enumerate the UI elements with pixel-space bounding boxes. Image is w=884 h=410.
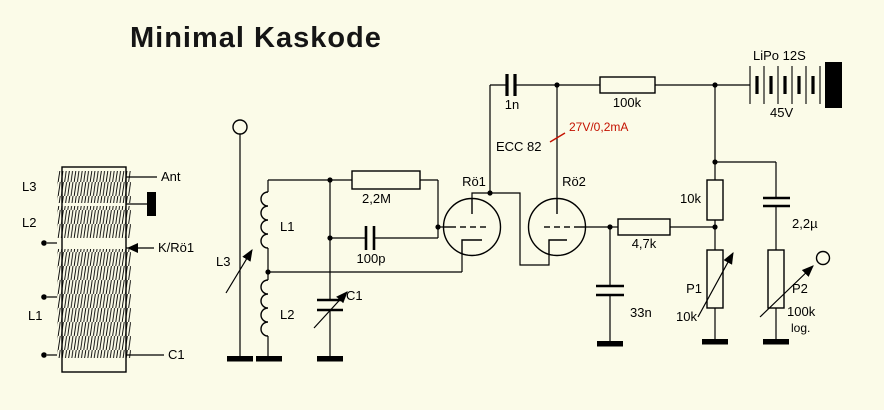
winding-label-l3: L3 [22, 179, 36, 194]
winding-band-l2 [57, 206, 131, 238]
ground-symbol [227, 356, 253, 362]
junction-dot [265, 269, 271, 275]
pot-p2-box [767, 249, 785, 309]
phones-terminal [815, 250, 831, 266]
ground-symbol [702, 339, 728, 345]
label-tube-type: ECC 82 [496, 139, 542, 154]
winding-band-l3 [57, 171, 131, 203]
pot-p1-box [706, 249, 724, 309]
grid-network: 2,2M 100p C1 [268, 170, 444, 362]
cathode-electrode [461, 239, 482, 254]
ground-symbol [763, 339, 789, 345]
label-ro2: Rö2 [562, 174, 586, 189]
coil-l2-symbol [260, 279, 269, 337]
antenna-terminal [232, 119, 248, 135]
junction-dot [712, 159, 718, 165]
triode-ro1: Rö1 [442, 174, 502, 272]
tank-circuit: L1 L2 [256, 180, 462, 362]
coil-former-body [61, 166, 127, 373]
anode-supply: 1n 100k LiPo 12S 45V 27V/0,2mA [489, 48, 842, 193]
junction-dot [712, 224, 718, 230]
label-p1-value: 10k [676, 309, 697, 324]
winding-label-l1: L1 [28, 308, 42, 323]
label-battery: LiPo 12S [753, 48, 806, 63]
label-ro1: Rö1 [462, 174, 486, 189]
operating-point-note: 27V/0,2mA [569, 120, 628, 134]
triode-ro2: Rö2 [471, 85, 610, 266]
battery-terminal-block [825, 62, 842, 108]
bias-resistor-box [617, 218, 671, 236]
label-l2: L2 [280, 307, 294, 322]
ground-symbol [256, 356, 282, 362]
winding-band-l1 [57, 249, 131, 358]
label-p2: P2 [792, 281, 808, 296]
tap-label-ant: Ant [161, 169, 181, 184]
tap-terminal-dot [41, 240, 47, 246]
anode-resistor-box [599, 76, 656, 94]
label-p2-value: 100k [787, 304, 816, 319]
tap-arrow-icon [127, 243, 138, 253]
coil-l1-symbol [260, 191, 269, 249]
cathode-electrode [548, 239, 567, 255]
label-45v: 45V [770, 105, 793, 120]
label-2m2: 2,2M [362, 191, 391, 206]
label-2u2: 2,2µ [792, 216, 818, 231]
label-100p: 100p [357, 251, 386, 266]
ground-symbol [317, 356, 343, 362]
coil-former: L3 L2 L1 Ant K/Rö1 C1 [22, 166, 194, 373]
measure-tick-icon [549, 132, 566, 143]
label-c1: C1 [346, 288, 363, 303]
label-p1: P1 [686, 281, 702, 296]
winding-label-l2: L2 [22, 215, 36, 230]
label-33n: 33n [630, 305, 652, 320]
tap-label-c1: C1 [168, 347, 185, 362]
tap-terminal-dot [41, 352, 47, 358]
label-p2-taper: log. [791, 321, 810, 335]
antenna-input: L3 [216, 119, 253, 362]
label-10k-upper: 10k [680, 191, 701, 206]
antenna-plug-icon [147, 192, 156, 216]
wiper-arrow-icon [759, 265, 814, 318]
bias-network: 4,7k 33n 10k P1 10k [596, 85, 734, 347]
label-100k: 100k [613, 95, 642, 110]
label-1n: 1n [505, 97, 519, 112]
junction-dot [554, 82, 560, 88]
ground-symbol [597, 341, 623, 347]
tap-terminal-dot [41, 294, 47, 300]
tap-label-kro1: K/Rö1 [158, 240, 194, 255]
output-network: 2,2µ P2 100k log. [712, 159, 831, 345]
cascode-link-wire [471, 192, 550, 266]
battery-lipo [749, 62, 842, 108]
page-title: Minimal Kaskode [130, 22, 382, 54]
label-l1: L1 [280, 219, 294, 234]
wiper-arrow-icon [697, 251, 734, 318]
label-l3: L3 [216, 254, 230, 269]
label-4k7: 4,7k [632, 236, 657, 251]
coupling-arrow-icon [225, 248, 253, 294]
grid-resistor-box [351, 170, 421, 190]
divider-resistor-box [706, 179, 724, 221]
